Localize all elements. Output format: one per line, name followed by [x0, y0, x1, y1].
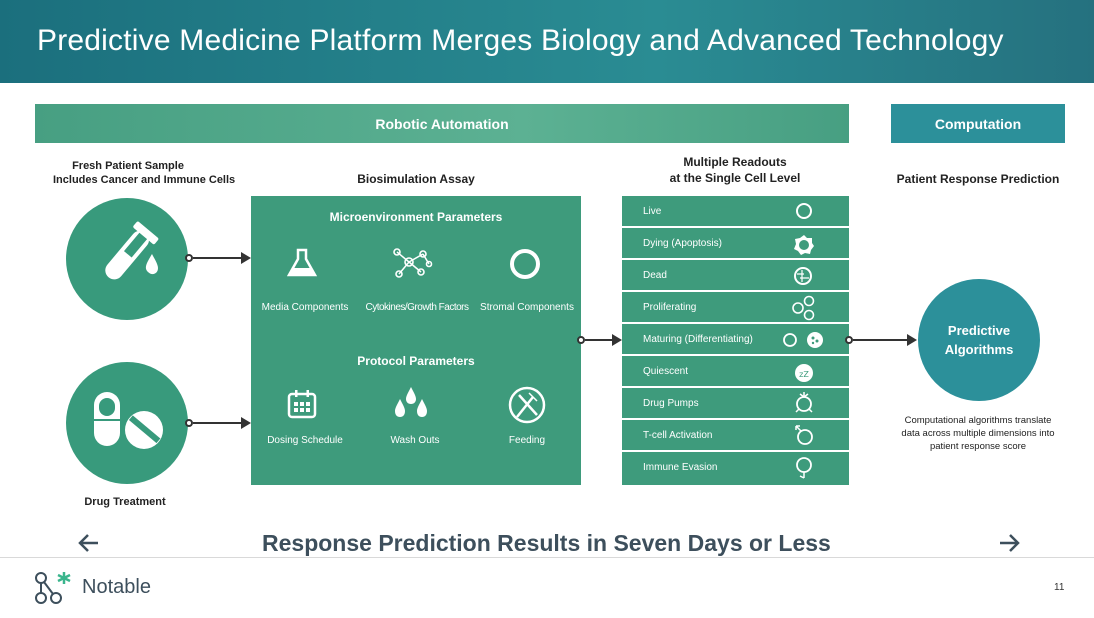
prediction-description-line1: Computational algorithms translate — [904, 415, 1052, 426]
connector-dot — [185, 254, 193, 262]
prediction-description: Computational algorithms translate data … — [880, 414, 1076, 453]
maturing-cell-icon — [783, 332, 823, 348]
flask-icon — [287, 248, 317, 277]
list-item: Quiescent zZ — [622, 356, 849, 388]
arrow-right-icon — [241, 252, 251, 264]
response-headline: Response Prediction Results in Seven Day… — [262, 530, 831, 556]
drug-treatment-circle — [66, 362, 188, 484]
page-title: Predictive Medicine Platform Merges Biol… — [37, 24, 1004, 57]
list-item: T-cell Activation — [622, 420, 849, 452]
molecule-icon — [393, 248, 433, 278]
pills-icon — [94, 392, 163, 449]
readout-label: Dying (Apoptosis) — [643, 238, 722, 249]
cytokines-label: Cytokines/Growth Factors — [365, 302, 469, 313]
prediction-description-line3: patient response score — [929, 441, 1027, 452]
media-components-label: Media Components — [261, 302, 349, 313]
water-drops-icon — [395, 387, 427, 417]
list-item: Immune Evasion — [622, 452, 849, 482]
sample-label: Fresh Patient Sample Includes Cancer and… — [53, 159, 236, 187]
apoptosis-cell-icon — [794, 235, 814, 255]
list-item: Maturing (Differentiating) — [622, 324, 849, 356]
biosimulation-assay-title: Biosimulation Assay — [357, 172, 475, 186]
live-cell-icon — [796, 203, 812, 219]
readout-label: T-cell Activation — [643, 430, 713, 441]
dosing-schedule-label: Dosing Schedule — [267, 435, 343, 446]
readout-label: Maturing (Differentiating) — [643, 334, 753, 345]
immune-evasion-icon — [796, 457, 812, 479]
stromal-cell-icon — [510, 249, 540, 279]
predictive-algorithms-line1: Predictive — [947, 323, 1011, 338]
computation-bar: Computation — [891, 104, 1065, 143]
connector-dot — [577, 336, 585, 344]
predictive-algorithms-line2: Algorithms — [944, 342, 1014, 357]
drug-treatment-label: Drug Treatment — [84, 496, 166, 508]
readout-label: Drug Pumps — [643, 398, 699, 409]
readout-label: Live — [643, 206, 662, 217]
test-tube-icon — [105, 221, 159, 280]
sample-label-line1: Fresh Patient Sample — [72, 160, 184, 172]
robotic-automation-bar: Robotic Automation — [35, 104, 849, 143]
sample-label-line2: Includes Cancer and Immune Cells — [53, 174, 236, 186]
patient-sample-circle — [66, 198, 188, 320]
connector-line — [193, 422, 241, 424]
notable-logo-text: Notable — [82, 576, 151, 598]
calendar-icon — [287, 390, 317, 419]
feeding-label: Feeding — [508, 435, 546, 446]
feeding-icon — [508, 386, 546, 424]
readout-label: Immune Evasion — [643, 462, 718, 473]
readout-label: Proliferating — [643, 302, 697, 313]
wash-outs-label: Wash Outs — [390, 435, 440, 446]
arrow-right-icon — [1000, 534, 1020, 552]
list-item: Live — [622, 196, 849, 228]
readout-label: Quiescent — [643, 366, 689, 377]
proliferating-cell-icon — [792, 295, 815, 321]
list-item: Proliferating — [622, 292, 849, 324]
arrow-left-icon — [78, 534, 98, 552]
notable-logo-icon — [35, 572, 71, 604]
t-cell-activation-icon — [795, 425, 813, 445]
list-item: Drug Pumps — [622, 388, 849, 420]
readout-label: Dead — [643, 270, 667, 281]
microenvironment-title: Microenvironment Parameters — [329, 210, 503, 224]
protocol-title: Protocol Parameters — [357, 354, 475, 368]
dead-cell-icon — [794, 267, 812, 285]
list-item: Dead — [622, 260, 849, 292]
predictive-algorithms-circle: Predictive Algorithms — [918, 279, 1040, 401]
connector-dot — [185, 419, 193, 427]
connector-line — [193, 257, 241, 259]
arrow-right-icon — [241, 417, 251, 429]
header-bar — [0, 0, 1094, 83]
footer-divider — [0, 557, 1094, 558]
connector-dot — [845, 336, 853, 344]
readouts-title: Multiple Readouts at the Single Cell Lev… — [650, 154, 820, 186]
readouts-title-line1: Multiple Readouts — [683, 155, 787, 169]
arrow-right-icon — [612, 334, 622, 346]
connector-line — [585, 339, 612, 341]
quiescent-cell-icon: zZ — [795, 364, 813, 382]
quiescent-mark: zZ — [799, 370, 809, 379]
assay-panel: Microenvironment Parameters Media Compon… — [251, 196, 581, 485]
list-item: Dying (Apoptosis) — [622, 228, 849, 260]
readouts-panel: Live Dying (Apoptosis) Dead Proliferatin… — [622, 196, 849, 485]
readouts-title-line2: at the Single Cell Level — [669, 171, 801, 185]
stromal-components-label: Stromal Components — [480, 302, 574, 313]
arrow-right-icon — [907, 334, 917, 346]
connector-line — [853, 339, 907, 341]
prediction-title: Patient Response Prediction — [896, 172, 1060, 186]
drug-pump-cell-icon — [795, 392, 813, 413]
prediction-description-line2: data across multiple dimensions into — [901, 428, 1055, 439]
page-number: 11 — [1054, 582, 1065, 593]
